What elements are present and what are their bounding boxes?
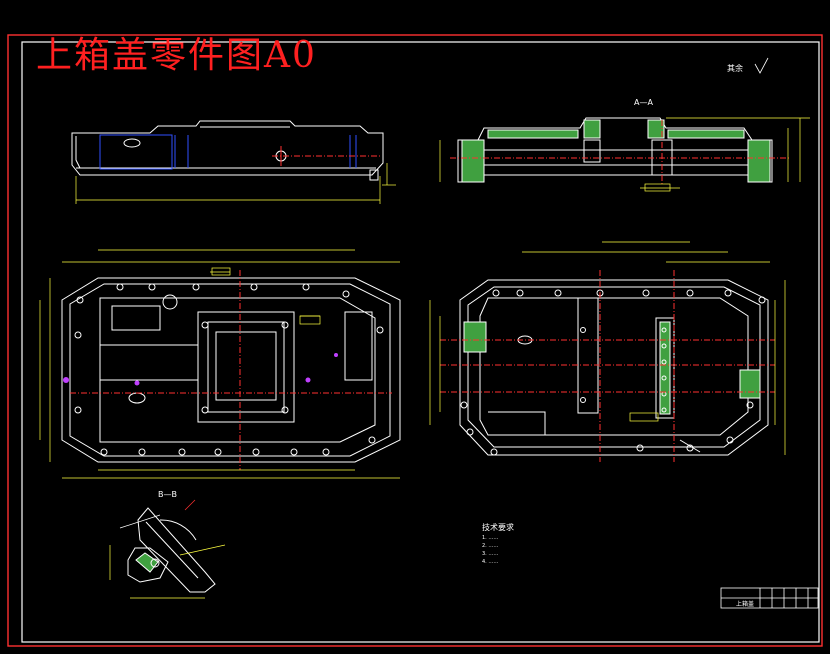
section-bb-view bbox=[109, 499, 226, 599]
front-view bbox=[71, 120, 396, 204]
tech-req-line: 1. …… bbox=[482, 535, 499, 541]
section-aa-label: A—A bbox=[634, 98, 653, 107]
tech-req-line: 3. …… bbox=[482, 551, 499, 557]
top-view bbox=[39, 249, 401, 479]
outer-frame bbox=[7, 34, 823, 647]
tech-req-title: 技术要求 bbox=[482, 523, 514, 532]
tech-req-line: 4. …… bbox=[482, 559, 499, 565]
technical-requirements: 技术要求 1. …… 2. …… 3. …… 4. …… bbox=[482, 522, 514, 566]
bottom-view bbox=[429, 241, 786, 462]
tech-req-line: 2. …… bbox=[482, 543, 499, 549]
inner-frame bbox=[21, 41, 820, 643]
drawing-title: 上箱盖零件图A0 bbox=[36, 35, 317, 76]
bottom-view-holes bbox=[460, 289, 766, 456]
top-view-holes bbox=[74, 283, 384, 456]
section-aa-view bbox=[439, 117, 810, 192]
title-block bbox=[720, 587, 819, 609]
roughness-symbol bbox=[754, 57, 769, 74]
section-bb-label: B—B bbox=[158, 490, 177, 499]
title-block-name: 上箱盖 bbox=[736, 601, 755, 608]
roughness-note: 其余 bbox=[727, 64, 743, 73]
